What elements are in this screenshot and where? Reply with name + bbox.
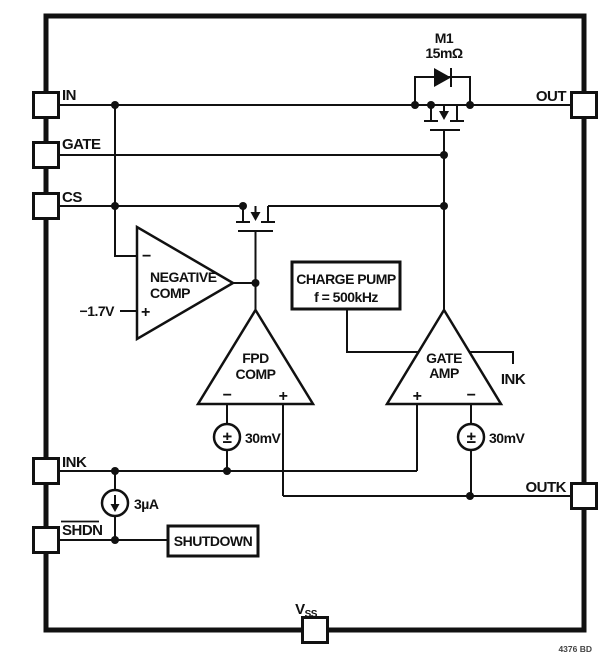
gate-amp-label-2: AMP (429, 365, 459, 381)
negative-comp-triangle (135, 224, 236, 342)
pin-label-in: IN (62, 87, 76, 104)
m1-designator: M1 (435, 30, 454, 46)
pin-outk (570, 482, 598, 510)
pin-label-out: OUT (536, 88, 567, 105)
negative-comp-label-1: NEGATIVE (150, 269, 217, 285)
junction-dot (111, 536, 119, 544)
wire-gateamp-ink-stub (469, 351, 514, 364)
junction-dot (251, 279, 260, 287)
pin-out (570, 91, 598, 119)
offset-left-value: 30mV (245, 430, 282, 446)
m1-resistance: 15mΩ (425, 45, 463, 61)
junction-dot (440, 151, 448, 159)
pin-label-outk: OUTK (526, 479, 567, 496)
body-diode-icon (434, 68, 451, 87)
fpd-comp-triangle (195, 307, 316, 406)
pin-vss (301, 616, 329, 644)
pin-gate (32, 141, 60, 169)
junction-dot (466, 492, 474, 500)
shutdown-block: SHUTDOWN (166, 524, 260, 558)
vss-subscript: SS (305, 609, 318, 620)
neg-ref-label: −1.7V (80, 303, 116, 319)
junction-dot (111, 101, 119, 109)
junction-dot (111, 202, 119, 210)
cs-body-arrow-head (250, 212, 261, 221)
junction-dots (111, 101, 474, 544)
negative-comp-minus-sign: − (142, 248, 151, 265)
negative-comp: NEGATIVE COMP − + −1.7V (80, 224, 236, 342)
figure-reference: 4376 BD (558, 644, 592, 654)
shutdown-label: SHUTDOWN (174, 533, 253, 549)
gate-amp-plus-sign: + (413, 388, 422, 405)
fpd-comp: FPD COMP − + (195, 307, 316, 406)
pin-shdn (32, 526, 60, 554)
junction-dot (111, 467, 119, 475)
pin-in (32, 91, 60, 119)
m1-mosfet (424, 68, 464, 131)
voltage-source-right-icon (456, 422, 486, 452)
pin-label-shdn: SHDN (62, 522, 103, 539)
pin-label-ink: INK (62, 454, 87, 471)
charge-pump-box (290, 260, 402, 311)
voltage-source-left-symbol: ± (223, 428, 232, 447)
charge-pump-label: CHARGE PUMP (296, 271, 396, 287)
voltage-source-left-icon (212, 422, 242, 452)
m1-mosfet-legs (424, 105, 464, 122)
junction-dot (239, 202, 247, 210)
pin-label-gate: GATE (62, 136, 101, 153)
fpd-plus-sign: + (279, 388, 288, 405)
voltage-source-right-symbol: ± (467, 428, 476, 447)
gate-amp-minus-sign: − (467, 387, 476, 404)
junction-dot (440, 202, 448, 210)
negative-comp-plus-sign: + (141, 304, 150, 321)
pins (32, 91, 598, 644)
ic-boundary (43, 13, 587, 633)
offset-source-right: ± 30mV (456, 422, 526, 452)
junction-dot (223, 467, 231, 475)
fpd-comp-label-2: COMP (236, 366, 276, 382)
wire-in-to-negcomp (114, 105, 137, 257)
junction-dot (411, 101, 419, 109)
offset-source-left: ± 30mV (212, 422, 282, 452)
charge-pump: CHARGE PUMP f = 500kHz (290, 260, 402, 311)
fpd-minus-sign: − (223, 387, 232, 404)
cs-sense-mosfet (236, 206, 275, 232)
pin-label-vss: VSS (295, 601, 318, 620)
pin-labels: IN GATE CS INK SHDN OUT OUTK VSS (61, 87, 567, 620)
pin-ink (32, 457, 60, 485)
gate-amp-triangle (384, 307, 504, 406)
offset-right-value: 30mV (489, 430, 526, 446)
vss-main: V (295, 601, 305, 618)
junction-dot (466, 101, 474, 109)
wire-chargepump-to-gateamp (346, 309, 420, 353)
current-source-arrow-head (110, 504, 120, 512)
charge-pump-frequency: f = 500kHz (314, 289, 378, 305)
pin-label-cs: CS (62, 189, 82, 206)
shutdown-box (166, 524, 260, 558)
current-source-value: 3µA (134, 496, 159, 512)
cs-mosfet-legs (236, 206, 275, 223)
ink-internal-label: INK (501, 371, 526, 388)
negative-comp-label-2: COMP (150, 285, 190, 301)
gate-amp-label-1: GATE (426, 350, 462, 366)
m1-body-arrow-head (439, 111, 449, 120)
junction-dot (427, 101, 435, 109)
gate-amp: GATE AMP + − INK (384, 307, 526, 406)
pin-cs (32, 192, 60, 220)
current-source: 3µA (100, 488, 159, 518)
fpd-comp-label-1: FPD (242, 350, 269, 366)
